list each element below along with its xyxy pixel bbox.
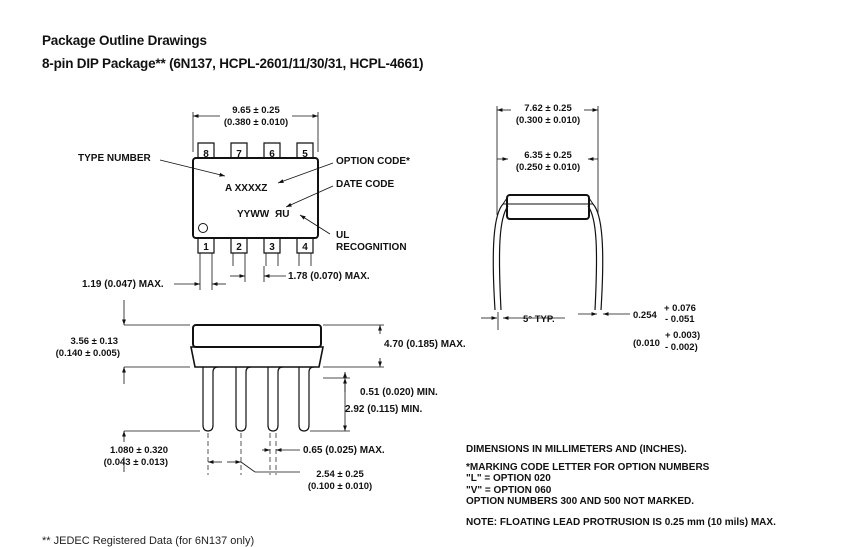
package-subtitle: 8-pin DIP Package** (6N137, HCPL-2601/11…: [42, 56, 424, 71]
option-code-label: OPTION CODE*: [336, 156, 410, 167]
side-lead-1: [202, 366, 219, 432]
drawing-title: Package Outline Drawings: [42, 33, 207, 48]
type-number-label: TYPE NUMBER: [78, 153, 152, 164]
pin-label-7: 7: [236, 149, 242, 160]
lead-thickness-in: (0.010: [633, 338, 660, 349]
lead-thickness-in-minus: - 0.002): [665, 342, 698, 353]
body-height-mm: 3.56 ± 0.13: [71, 336, 118, 347]
package-part-numbers: (6N137, HCPL-2601/11/30/31, HCPL-4661): [165, 56, 424, 71]
lead-thickness-mm-minus: - 0.051: [665, 314, 695, 325]
pin-1: [197, 238, 215, 254]
pitch-in: (0.100 ± 0.010): [308, 481, 372, 492]
lead-thickness-mm: 0.254: [633, 310, 657, 321]
pin-label-6: 6: [269, 149, 275, 160]
pin-8: [197, 142, 215, 158]
leader-date-code: [285, 185, 334, 208]
angle-label: 5° TYP.: [523, 314, 555, 325]
leader-option-code: [277, 162, 334, 184]
lead-pitch-max: 1.78 (0.070) MAX.: [288, 271, 370, 282]
pin1-indicator: [198, 223, 208, 233]
leader-ul: [299, 214, 331, 235]
pin-label-5: 5: [302, 149, 308, 160]
lead-end-in: (0.043 ± 0.013): [104, 457, 168, 468]
top-view: [159, 112, 334, 290]
pin-2: [230, 238, 248, 254]
note-line-5: OPTION NUMBERS 300 AND 500 NOT MARKED.: [466, 496, 694, 507]
note-line-6: NOTE: FLOATING LEAD PROTRUSION IS 0.25 m…: [466, 516, 776, 528]
body-height-in: (0.140 ± 0.005): [56, 348, 120, 359]
side-view: [122, 300, 384, 475]
pitch-mm: 2.54 ± 0.25: [316, 469, 364, 480]
lead-left-outer: [492, 203, 504, 311]
lead-right-outer: [592, 203, 604, 311]
pin-label-4: 4: [302, 242, 308, 253]
footnote: ** JEDEC Registered Data (for 6N137 only…: [42, 535, 255, 547]
package-body-end: [506, 194, 590, 220]
pin-3: [263, 238, 281, 254]
lead-end-mm: 1.080 ± 0.320: [110, 445, 168, 456]
note-line-2: *MARKING CODE LETTER FOR OPTION NUMBERS: [466, 461, 710, 473]
pin-label-8: 8: [203, 149, 209, 160]
pin-5: [296, 142, 314, 158]
lead-width-max: 1.19 (0.047) MAX.: [82, 279, 164, 290]
pin-6: [263, 142, 281, 158]
side-lead-2: [235, 366, 252, 432]
lead-right-inner: [587, 205, 598, 311]
pin-label-1: 1: [203, 242, 209, 253]
end-view: [481, 106, 630, 330]
lead-length-min: 2.92 (0.115) MIN.: [345, 404, 422, 415]
package-body-side: [192, 324, 322, 348]
lead-thickness-in-plus: + 0.003): [665, 330, 700, 341]
ul-mark: ЯU: [275, 209, 289, 220]
lead-thickness-mm-plus: + 0.076: [664, 303, 696, 314]
body-width-in: (0.250 ± 0.010): [516, 162, 580, 173]
lead-left-inner: [498, 205, 509, 311]
date-code-label: DATE CODE: [336, 179, 394, 190]
note-line-1: DIMENSIONS IN MILLIMETERS AND (INCHES).: [466, 444, 687, 455]
body-width-mm: 6.35 ± 0.25: [524, 150, 572, 161]
marking-line-2: YYWW: [237, 209, 270, 220]
package-name: 8-pin DIP Package**: [42, 56, 166, 71]
marking-line-1: A XXXXZ: [225, 183, 267, 194]
notes-block: DIMENSIONS IN MILLIMETERS AND (INCHES). …: [466, 444, 776, 528]
pin-4: [296, 238, 314, 254]
standoff-min: 0.51 (0.020) MIN.: [360, 387, 438, 398]
ul-label-1: UL: [336, 230, 349, 241]
ul-label-2: RECOGNITION: [336, 242, 407, 253]
row-spacing-mm: 7.62 ± 0.25: [524, 103, 572, 114]
pin-7: [230, 142, 248, 158]
pin-label-3: 3: [269, 242, 275, 253]
pin-label-2: 2: [236, 242, 242, 253]
leader-type-number: [159, 159, 226, 177]
package-body-top: [192, 157, 319, 239]
lead-tip-max: 0.65 (0.025) MAX.: [303, 445, 385, 456]
total-height-max: 4.70 (0.185) MAX.: [384, 339, 466, 350]
note-line-3: "L" = OPTION 020: [466, 473, 551, 484]
top-width-in: (0.380 ± 0.010): [224, 117, 288, 128]
side-lead-4: [298, 366, 315, 432]
side-lead-3: [267, 366, 284, 432]
top-width-mm: 9.65 ± 0.25: [232, 105, 280, 116]
row-spacing-in: (0.300 ± 0.010): [516, 115, 580, 126]
note-line-4: "V" = OPTION 060: [466, 484, 552, 496]
